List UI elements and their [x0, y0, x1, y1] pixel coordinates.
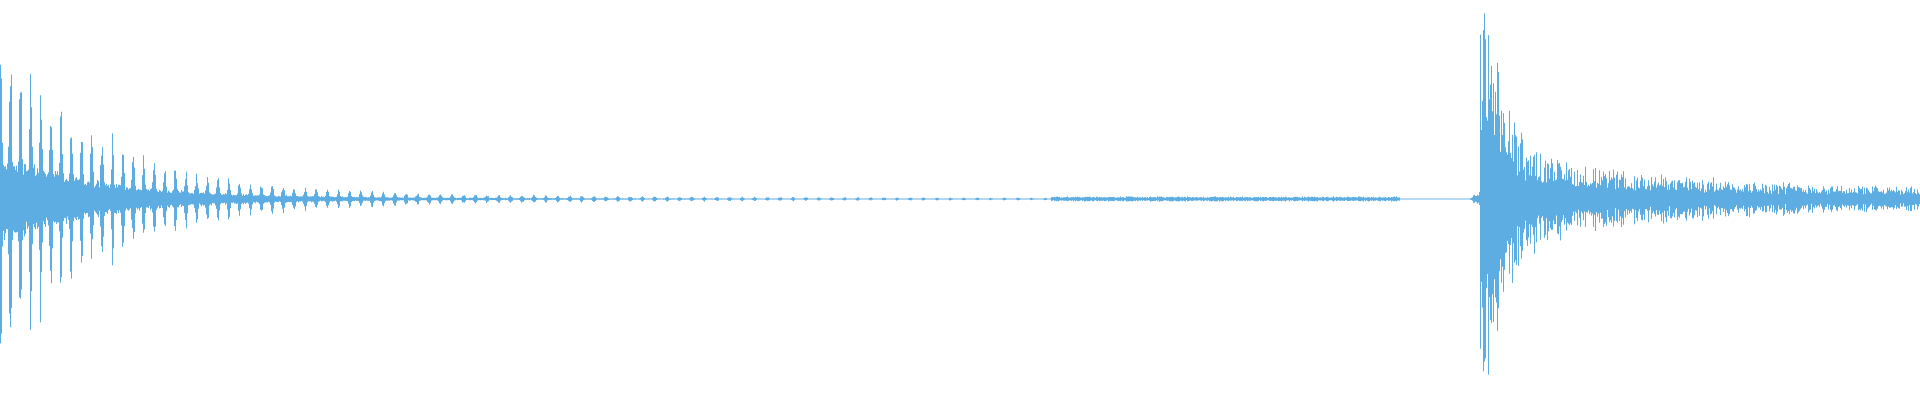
waveform-samples: [0, 13, 1920, 375]
waveform-path: [0, 13, 1920, 375]
